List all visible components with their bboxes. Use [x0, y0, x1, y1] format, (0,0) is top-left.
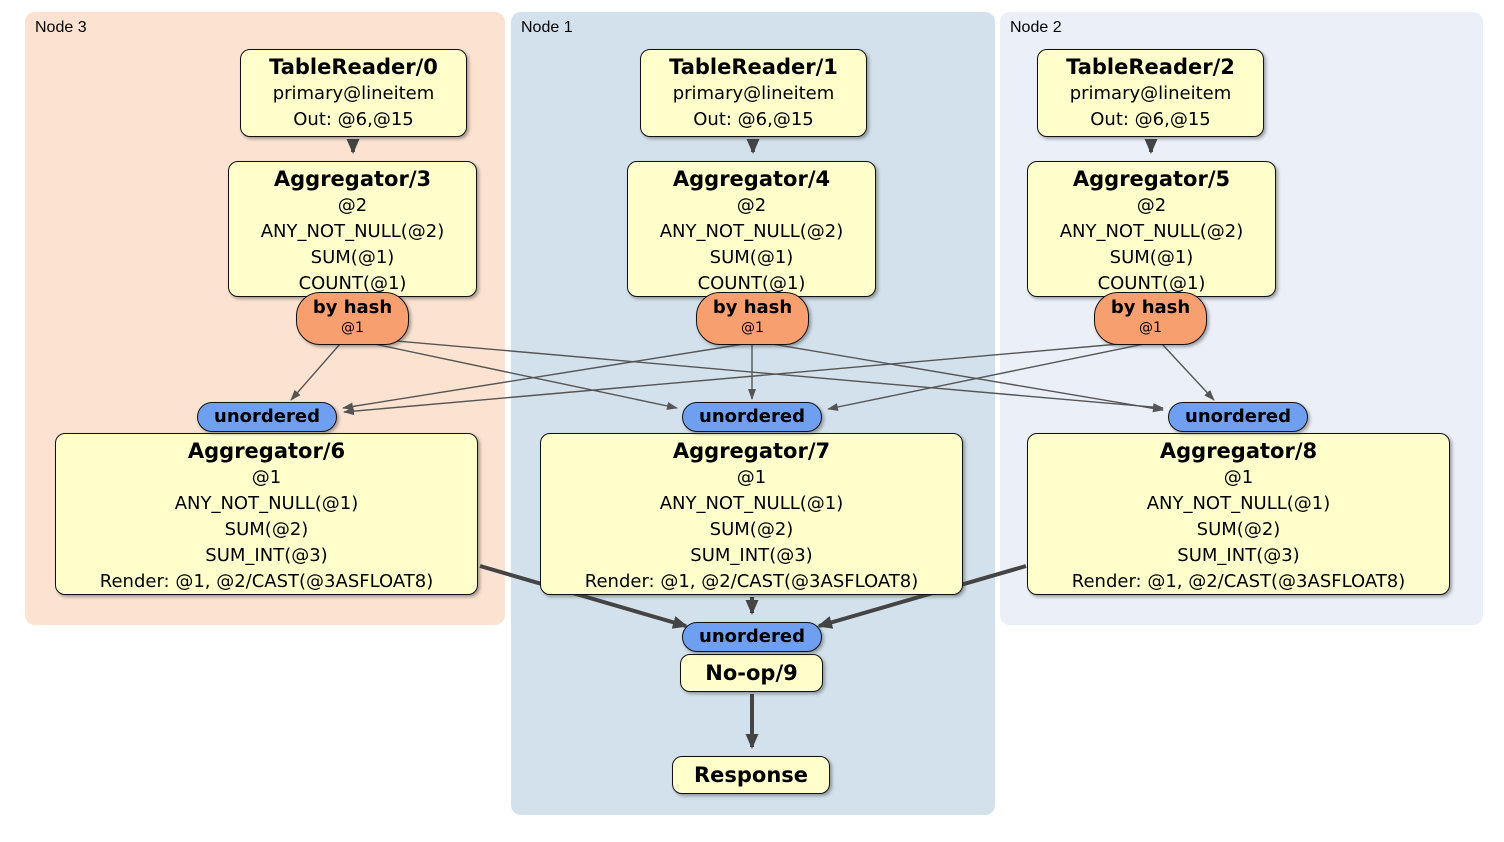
- processor-detail: @1: [251, 467, 282, 488]
- node-group-label: Node 1: [521, 19, 573, 36]
- merge-label: unordered: [214, 406, 320, 427]
- aggregator-5-box: Aggregator/5 @2 ANY_NOT_NULL(@2) SUM(@1)…: [1027, 161, 1276, 297]
- unordered-sync-0: unordered: [197, 402, 337, 432]
- hash-router-0: by hash @1: [296, 292, 409, 345]
- plan-edge: [290, 343, 341, 401]
- unordered-sync-1: unordered: [682, 402, 822, 432]
- merge-label: unordered: [1185, 406, 1291, 427]
- processor-detail: @2: [736, 195, 767, 216]
- aggregator-3-box: Aggregator/3 @2 ANY_NOT_NULL(@2) SUM(@1)…: [228, 161, 477, 297]
- processor-detail: SUM(@1): [310, 247, 395, 268]
- processor-detail: @1: [1223, 467, 1254, 488]
- processor-detail: @2: [337, 195, 368, 216]
- processor-detail: SUM(@2): [1196, 519, 1281, 540]
- processor-detail: ANY_NOT_NULL(@1): [1146, 493, 1331, 514]
- processor-detail: COUNT(@1): [1097, 273, 1206, 294]
- node-group-label: Node 3: [35, 19, 87, 36]
- router-label: by hash: [312, 297, 393, 318]
- processor-title: Aggregator/4: [672, 167, 831, 191]
- processor-detail: @1: [736, 467, 767, 488]
- hash-router-2: by hash @1: [1094, 292, 1207, 345]
- processor-title: Aggregator/6: [187, 439, 346, 463]
- processor-detail: COUNT(@1): [298, 273, 407, 294]
- router-columns: @1: [741, 320, 764, 336]
- processor-title: TableReader/0: [269, 55, 438, 79]
- processor-detail: Render: @1, @2/CAST(@3ASFLOAT8): [1071, 571, 1406, 592]
- mesh-edges: [290, 337, 1215, 416]
- table-reader-1-box: TableReader/1 primary@lineitem Out: @6,@…: [640, 49, 867, 137]
- processor-detail: primary@lineitem: [1069, 83, 1232, 104]
- aggregator-4-box: Aggregator/4 @2 ANY_NOT_NULL(@2) SUM(@1)…: [627, 161, 876, 297]
- processor-detail: @2: [1136, 195, 1167, 216]
- plan-edge: [817, 564, 1027, 629]
- processor-title: Aggregator/7: [672, 439, 831, 463]
- table-reader-0-box: TableReader/0 primary@lineitem Out: @6,@…: [240, 49, 467, 137]
- processor-detail: ANY_NOT_NULL(@1): [659, 493, 844, 514]
- processor-detail: ANY_NOT_NULL(@2): [1059, 221, 1244, 242]
- plan-edge: [1161, 343, 1215, 401]
- response-box: Response: [672, 756, 830, 794]
- thick-edges: [346, 139, 1158, 749]
- unordered-sync-2: unordered: [1168, 402, 1308, 432]
- unordered-sync-final: unordered: [682, 622, 822, 652]
- processor-detail: ANY_NOT_NULL(@2): [659, 221, 844, 242]
- processor-detail: primary@lineitem: [672, 83, 835, 104]
- router-columns: @1: [1139, 320, 1162, 336]
- hash-router-1: by hash @1: [696, 292, 809, 345]
- table-reader-2-box: TableReader/2 primary@lineitem Out: @6,@…: [1037, 49, 1264, 137]
- processor-detail: COUNT(@1): [697, 273, 806, 294]
- processor-detail: SUM_INT(@3): [690, 545, 813, 566]
- processor-detail: Render: @1, @2/CAST(@3ASFLOAT8): [99, 571, 434, 592]
- processor-detail: Out: @6,@15: [1090, 109, 1211, 130]
- processor-title: No-op/9: [705, 661, 798, 685]
- node-group-label: Node 2: [1010, 19, 1062, 36]
- plan-edge: [479, 564, 688, 629]
- merge-label: unordered: [699, 626, 805, 647]
- processor-detail: SUM(@2): [224, 519, 309, 540]
- processor-detail: Out: @6,@15: [693, 109, 814, 130]
- processor-detail: SUM_INT(@3): [205, 545, 328, 566]
- aggregator-6-box: Aggregator/6 @1 ANY_NOT_NULL(@1) SUM(@2)…: [55, 433, 478, 595]
- processor-detail: SUM(@1): [709, 247, 794, 268]
- processor-title: TableReader/1: [669, 55, 838, 79]
- aggregator-8-box: Aggregator/8 @1 ANY_NOT_NULL(@1) SUM(@2)…: [1027, 433, 1450, 595]
- processor-title: Aggregator/5: [1072, 167, 1231, 191]
- processor-detail: primary@lineitem: [272, 83, 435, 104]
- plan-edge: [359, 340, 678, 410]
- plan-edge: [342, 343, 745, 411]
- plan-edge: [759, 341, 1164, 413]
- processor-detail: SUM(@1): [1109, 247, 1194, 268]
- noop-box: No-op/9: [680, 654, 823, 692]
- plan-edge: [361, 337, 1164, 412]
- plan-edge: [827, 343, 1145, 411]
- merge-label: unordered: [699, 406, 805, 427]
- router-columns: @1: [341, 320, 364, 336]
- plan-edge: [343, 341, 1143, 416]
- processor-title: Response: [693, 763, 809, 787]
- processor-detail: SUM(@2): [709, 519, 794, 540]
- router-label: by hash: [712, 297, 793, 318]
- processor-detail: Render: @1, @2/CAST(@3ASFLOAT8): [584, 571, 919, 592]
- processor-title: TableReader/2: [1066, 55, 1235, 79]
- aggregator-7-box: Aggregator/7 @1 ANY_NOT_NULL(@1) SUM(@2)…: [540, 433, 963, 595]
- processor-detail: Out: @6,@15: [293, 109, 414, 130]
- processor-title: Aggregator/8: [1159, 439, 1318, 463]
- router-label: by hash: [1110, 297, 1191, 318]
- processor-detail: ANY_NOT_NULL(@1): [174, 493, 359, 514]
- processor-detail: SUM_INT(@3): [1177, 545, 1300, 566]
- processor-title: Aggregator/3: [273, 167, 432, 191]
- processor-detail: ANY_NOT_NULL(@2): [260, 221, 445, 242]
